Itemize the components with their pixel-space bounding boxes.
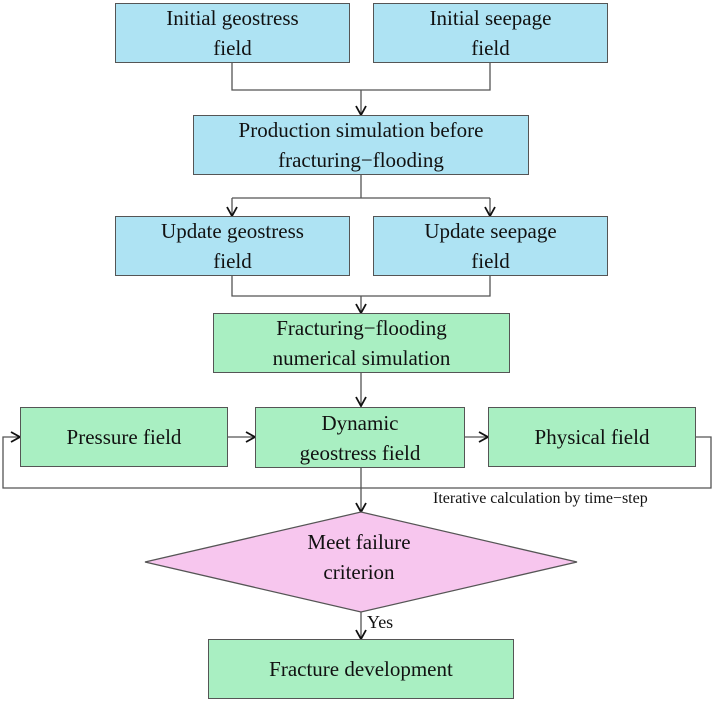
dynamic-geostress-box: Dynamic geostress field — [255, 407, 465, 468]
merge-connector-mid — [231, 276, 491, 297]
update-seepage-box: Update seepage field — [373, 216, 608, 276]
production-simulation-box: Production simulation before fracturing−… — [193, 115, 529, 175]
update-geostress-box: Update geostress field — [115, 216, 350, 276]
physical-field-box: Physical field — [488, 407, 696, 467]
failure-criterion-label: Meet failure criterion — [307, 530, 411, 584]
fracture-development-label: Fracture development — [269, 657, 453, 681]
initial-seepage-label: Initial seepage field — [429, 6, 552, 60]
decision-diamond — [144, 511, 578, 613]
production-simulation-label: Production simulation before fracturing−… — [238, 118, 484, 172]
initial-geostress-box: Initial geostress field — [115, 3, 350, 63]
initial-geostress-label: Initial geostress field — [166, 6, 299, 60]
merge-connector-top — [231, 63, 491, 91]
update-geostress-label: Update geostress field — [161, 219, 304, 273]
iteration-loop — [2, 431, 712, 489]
initial-seepage-box: Initial seepage field — [373, 3, 608, 63]
fracture-development-box: Fracture development — [208, 639, 514, 699]
update-seepage-label: Update seepage field — [424, 219, 557, 273]
yes-label: Yes — [367, 612, 394, 632]
pressure-field-box: Pressure field — [20, 407, 228, 467]
iteration-label: Iterative calculation by time−step — [433, 490, 648, 507]
fracturing-flooding-label: Fracturing−flooding numerical simulation — [272, 316, 451, 370]
dynamic-geostress-label: Dynamic geostress field — [299, 410, 421, 465]
physical-field-label: Physical field — [534, 425, 650, 449]
pressure-field-label: Pressure field — [66, 425, 182, 449]
fracturing-flooding-box: Fracturing−flooding numerical simulation — [213, 313, 510, 373]
